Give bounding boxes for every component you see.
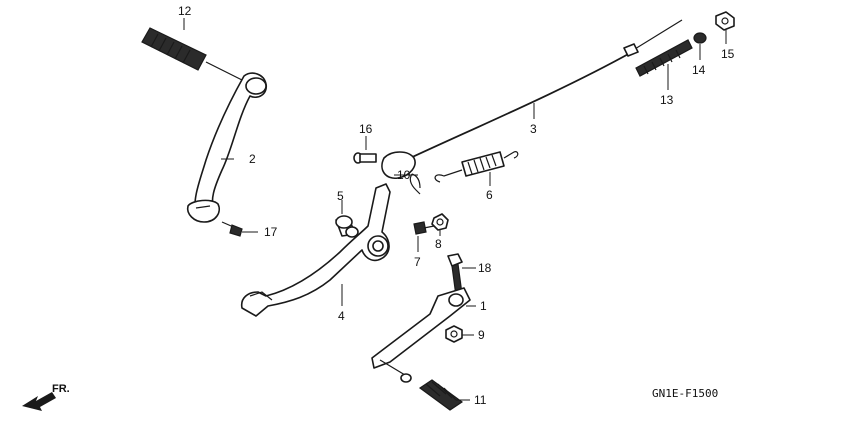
- bolt-18: [447, 253, 463, 297]
- brake-cable: [381, 19, 683, 180]
- callout-1: 1: [480, 299, 487, 313]
- callout-15: 15: [721, 47, 735, 61]
- callout-16: 16: [359, 122, 373, 136]
- kick-rubber-grip: [141, 27, 207, 71]
- return-spring: [434, 151, 519, 183]
- front-label: FR.: [52, 383, 70, 395]
- spring-13: [635, 39, 693, 77]
- bolt-7: [413, 221, 435, 235]
- callout-2: 2: [249, 152, 256, 166]
- callout-11: 11: [474, 393, 487, 407]
- step-rubber: [418, 379, 464, 411]
- collar-14: [693, 32, 707, 44]
- callout-4: 4: [338, 309, 345, 323]
- callout-14: 14: [692, 63, 706, 77]
- callout-3: 3: [530, 122, 537, 136]
- diagram-code: GN1E-F1500: [652, 387, 718, 400]
- callout-5: 5: [337, 189, 344, 203]
- callout-13: 13: [660, 93, 674, 107]
- kick-starter-arm: [186, 61, 268, 223]
- flange-nut-9: [445, 325, 463, 343]
- cotter-pin-10: [409, 173, 421, 195]
- nut-8: [431, 213, 449, 231]
- adjusting-nut-15: [715, 11, 735, 31]
- pin-16: [353, 152, 377, 164]
- bolt-17: [221, 221, 243, 237]
- callout-12: 12: [178, 4, 192, 18]
- callout-6: 6: [486, 188, 493, 202]
- collar-5: [335, 215, 359, 238]
- callout-18: 18: [478, 261, 492, 275]
- brake-pedal: [240, 183, 391, 317]
- callout-10: 10: [397, 168, 411, 182]
- front-direction-marker: FR.: [22, 383, 70, 411]
- callout-7: 7: [414, 255, 421, 269]
- callout-9: 9: [478, 328, 485, 342]
- callout-17: 17: [264, 225, 278, 239]
- callout-8: 8: [435, 237, 442, 251]
- step-arm: [371, 287, 471, 383]
